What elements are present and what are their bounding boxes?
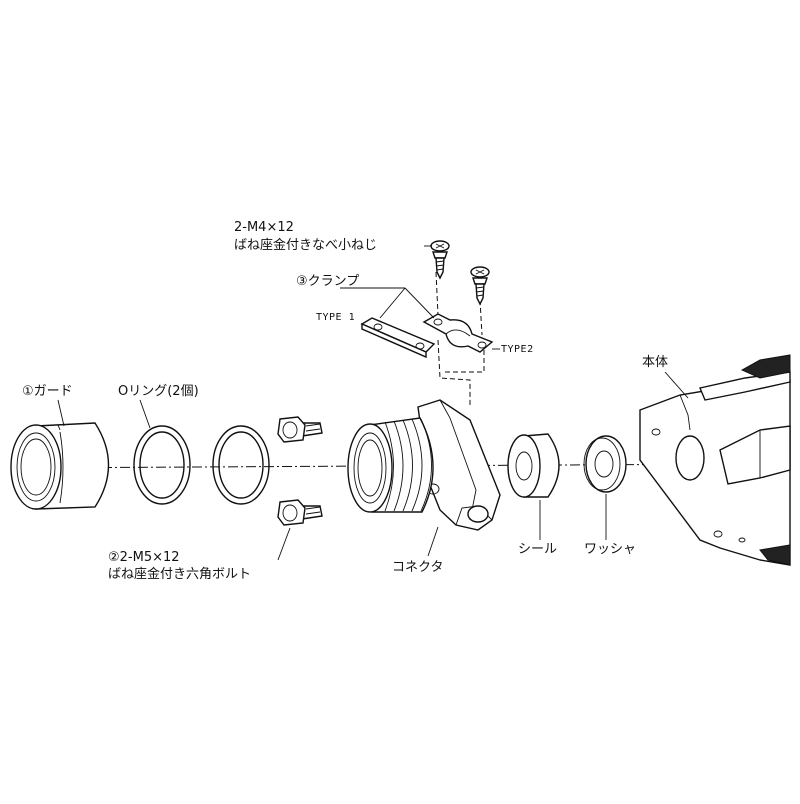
label-type1: TYPE 1 [316, 312, 356, 323]
connector-part [347, 399, 501, 531]
label-screw-spec: 2-M4×12 [234, 220, 294, 235]
label-bolt-name: ばね座金付き六角ボルト [108, 567, 252, 582]
label-guard: ①ガード [22, 384, 73, 399]
label-type2: TYPE2 [501, 344, 534, 355]
label-seal: シール [518, 542, 558, 557]
label-bolt-spec: ②2-M5×12 [108, 550, 180, 565]
pan-screw-right [470, 266, 490, 306]
oring-2 [212, 425, 270, 505]
pan-screw-left [430, 240, 450, 280]
main-body-part [639, 354, 791, 566]
oring-1 [133, 425, 191, 505]
label-clamp: ③クランプ [296, 274, 360, 289]
clamp-type1 [360, 317, 436, 359]
label-oring: Oリング(2個) [118, 384, 199, 399]
hex-bolt-lower [277, 499, 323, 526]
label-screw-name: ばね座金付きなべ小ねじ [234, 238, 378, 253]
guard-part [10, 422, 110, 510]
label-body: 本体 [642, 355, 669, 370]
washer-part [583, 435, 627, 493]
label-connector: コネクタ [392, 560, 444, 575]
hex-bolt-upper [277, 416, 323, 443]
label-washer: ワッシャ [584, 542, 637, 557]
clamp-type2 [422, 313, 494, 353]
seal-part [507, 433, 560, 498]
